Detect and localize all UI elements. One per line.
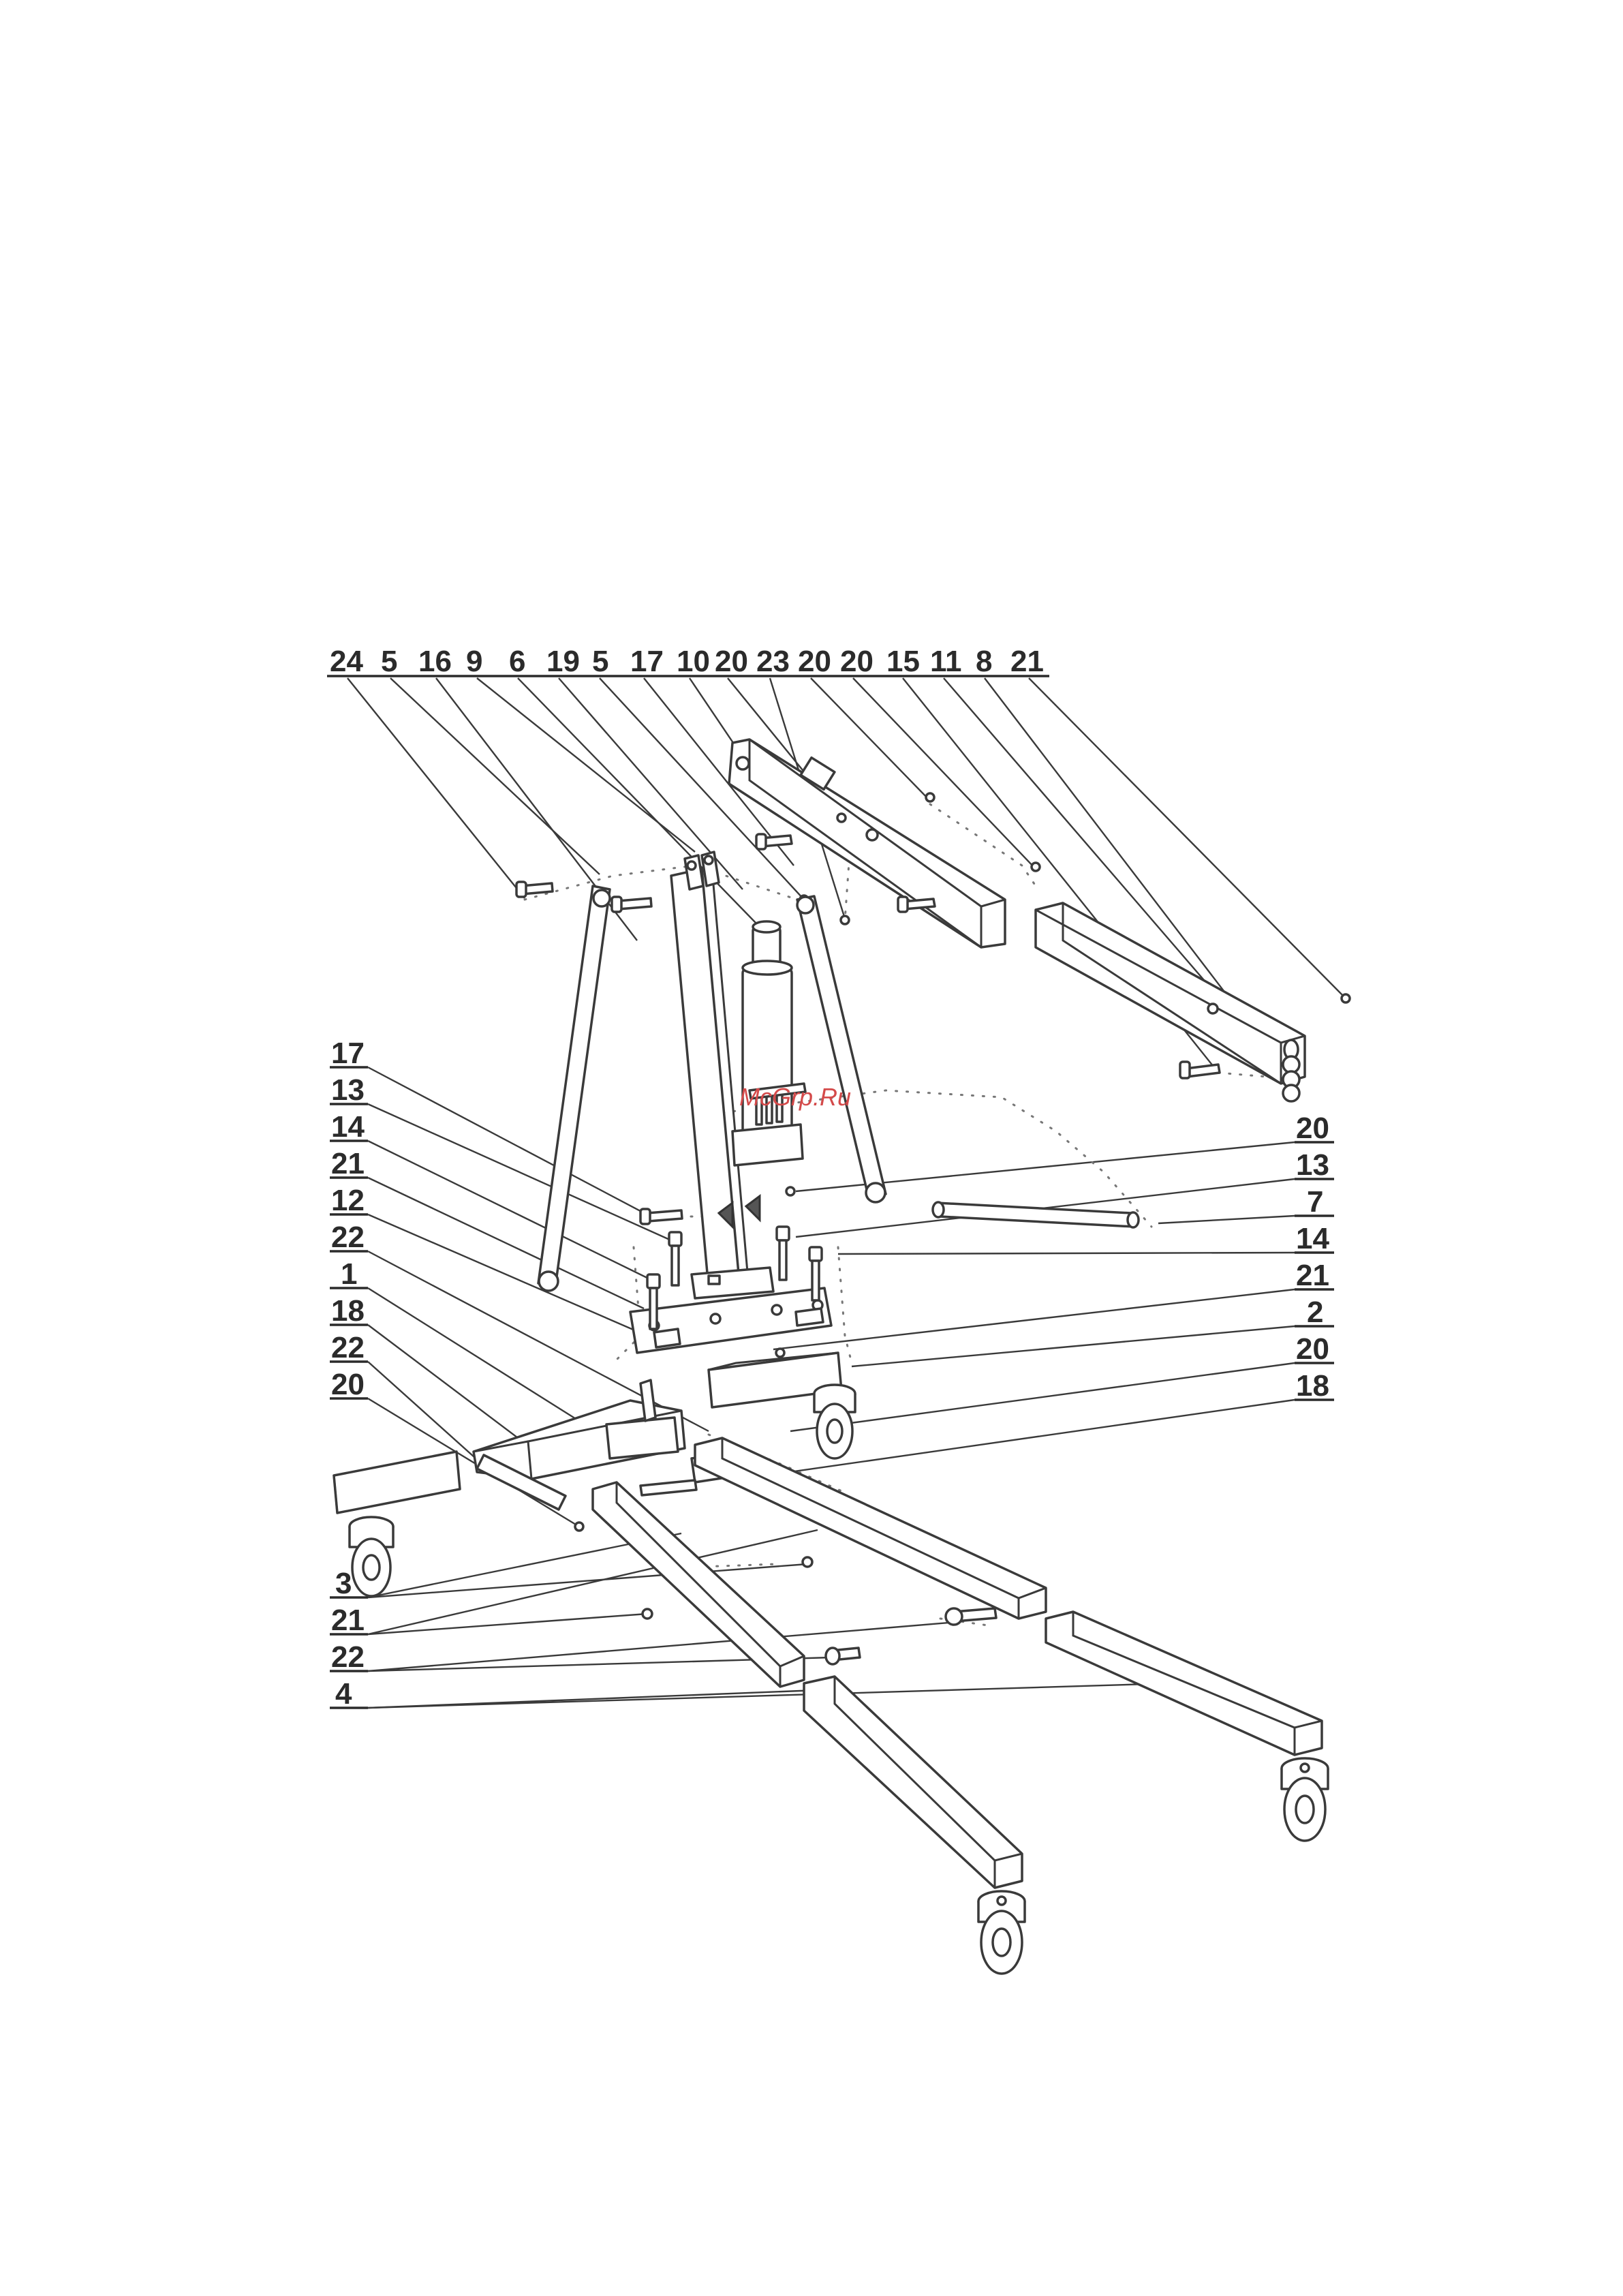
callout-top-15: 11 — [930, 645, 962, 678]
callout-right-2: 13 — [1296, 1148, 1329, 1182]
callout-left-7: 1 — [341, 1257, 357, 1291]
callout-right-4: 14 — [1296, 1222, 1329, 1255]
callout-left-8: 18 — [331, 1294, 365, 1328]
callout-bottom-3: 22 — [331, 1640, 365, 1674]
callout-left-5: 12 — [331, 1184, 365, 1217]
long-leg-left — [593, 1482, 804, 1687]
callout-top-5: 6 — [509, 645, 525, 678]
callout-top-10: 20 — [715, 645, 748, 678]
callout-bottom-4: 4 — [335, 1677, 352, 1711]
callout-top-12: 20 — [798, 645, 831, 678]
callout-left-6: 22 — [331, 1221, 365, 1254]
caster-wheel-rear-right — [1282, 1758, 1328, 1841]
callout-top-4: 9 — [466, 645, 482, 678]
callout-right-5: 21 — [1296, 1259, 1329, 1292]
long-leg-right — [695, 1438, 1046, 1619]
callout-top-14: 15 — [886, 645, 920, 678]
leg-extension-front — [804, 1677, 1022, 1888]
callout-top-1: 24 — [330, 645, 363, 678]
left-callout-column: 17 13 14 21 12 22 1 18 22 20 — [331, 1037, 365, 1401]
callout-top-8: 17 — [630, 645, 664, 678]
callout-top-3: 16 — [418, 645, 452, 678]
caster-wheel-rear-left — [978, 1891, 1025, 1974]
base-plate — [630, 1288, 831, 1353]
callout-left-3: 14 — [331, 1110, 365, 1144]
callout-left-1: 17 — [331, 1037, 365, 1070]
leg-extension-right — [1046, 1612, 1322, 1755]
callout-top-2: 5 — [381, 645, 397, 678]
callout-top-13: 20 — [840, 645, 874, 678]
right-strut — [797, 896, 886, 1202]
callout-top-16: 8 — [976, 645, 992, 678]
boom-extension — [1036, 903, 1305, 1084]
callout-top-9: 10 — [677, 645, 710, 678]
right-callout-column: 20 13 7 14 21 2 20 18 — [1296, 1112, 1329, 1403]
callout-left-10: 20 — [331, 1368, 365, 1401]
callout-right-8: 18 — [1296, 1369, 1329, 1403]
callout-top-7: 5 — [592, 645, 608, 678]
callout-top-11: 23 — [756, 645, 790, 678]
pump-handle — [933, 1202, 1139, 1227]
top-callout-row: 24 5 16 9 6 19 5 17 10 20 23 20 20 15 11… — [327, 645, 1049, 678]
hook-chain — [1283, 1040, 1299, 1101]
callout-top-17: 21 — [1010, 645, 1044, 678]
watermark-text: McGrp.Ru — [739, 1083, 851, 1111]
callout-left-4: 21 — [331, 1147, 365, 1180]
callout-bottom-1: 3 — [335, 1567, 352, 1600]
callout-bottom-2: 21 — [331, 1604, 365, 1637]
callout-left-2: 13 — [331, 1073, 365, 1107]
left-strut — [538, 886, 610, 1291]
callout-right-6: 2 — [1307, 1296, 1323, 1329]
base-frame — [334, 1353, 996, 1664]
caster-wheel-right-short — [814, 1385, 855, 1458]
caster-wheel-front-left — [350, 1517, 393, 1596]
callout-right-3: 7 — [1307, 1185, 1323, 1219]
callout-top-6: 19 — [546, 645, 580, 678]
callout-right-1: 20 — [1296, 1112, 1329, 1145]
callout-left-9: 22 — [331, 1331, 365, 1364]
hydraulic-ram — [732, 921, 805, 1165]
callout-right-7: 20 — [1296, 1332, 1329, 1366]
